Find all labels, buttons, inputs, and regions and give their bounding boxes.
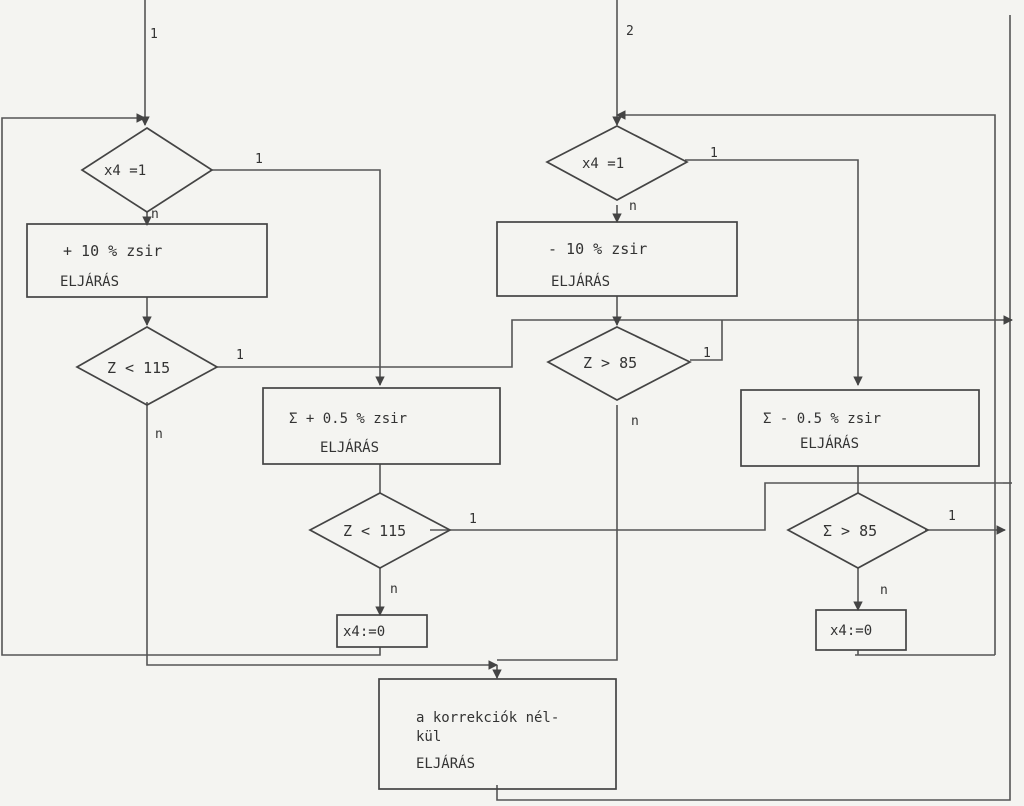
decision-x4-left	[80, 126, 214, 214]
d4-yes: 1	[710, 146, 718, 161]
d2-no: n	[155, 427, 163, 442]
entry-1-label: 1	[150, 27, 158, 42]
d5-yes: 1	[703, 346, 711, 361]
assign-right-text: x4:=0	[830, 623, 872, 639]
d5-no: n	[631, 414, 639, 429]
p4-line2: ELJÁRÁS	[800, 435, 859, 452]
d3-yes: 1	[469, 512, 477, 527]
decision-z115-left	[75, 326, 219, 406]
d2-text: Z < 115	[107, 359, 170, 377]
p4-line1: Σ - 0.5 % zsir	[763, 411, 881, 427]
decision-z115-mid	[308, 492, 452, 569]
d6-no: n	[880, 583, 888, 598]
assign-right	[815, 609, 907, 651]
decision-z85-right	[546, 326, 692, 401]
p2-line2: ELJÁRÁS	[320, 439, 379, 456]
d3-text: Z < 115	[343, 522, 406, 540]
d1-text: x4 =1	[104, 163, 146, 179]
bottom-line1: a korrekciók nél-	[416, 710, 559, 726]
entry-2-label: 2	[626, 24, 634, 39]
d4-no: n	[629, 199, 637, 214]
p1-line1: + 10 % zsir	[63, 242, 162, 260]
process-minus-05	[740, 389, 980, 467]
d6-yes: 1	[948, 509, 956, 524]
d1-no: n	[151, 207, 159, 222]
p3-line1: - 10 % zsir	[548, 240, 647, 258]
bottom-line3: ELJÁRÁS	[416, 755, 475, 772]
process-plus-10	[26, 223, 268, 298]
d3-no: n	[390, 582, 398, 597]
bottom-line2: kül	[416, 729, 441, 745]
d6-text: Σ > 85	[823, 522, 877, 540]
assign-left-text: x4:=0	[343, 624, 385, 640]
p2-line1: Σ + 0.5 % zsir	[289, 411, 407, 427]
process-plus-05	[262, 387, 501, 465]
p1-line2: ELJÁRÁS	[60, 273, 119, 290]
process-no-correction	[378, 678, 617, 790]
decision-s85	[786, 492, 930, 569]
process-minus-10	[496, 221, 738, 297]
p3-line2: ELJÁRÁS	[551, 273, 610, 290]
d5-text: Z > 85	[583, 354, 637, 372]
d1-yes: 1	[255, 152, 263, 167]
d4-text: x4 =1	[582, 156, 624, 172]
assign-left	[336, 614, 428, 648]
decision-x4-right	[545, 125, 689, 201]
d2-yes: 1	[236, 348, 244, 363]
